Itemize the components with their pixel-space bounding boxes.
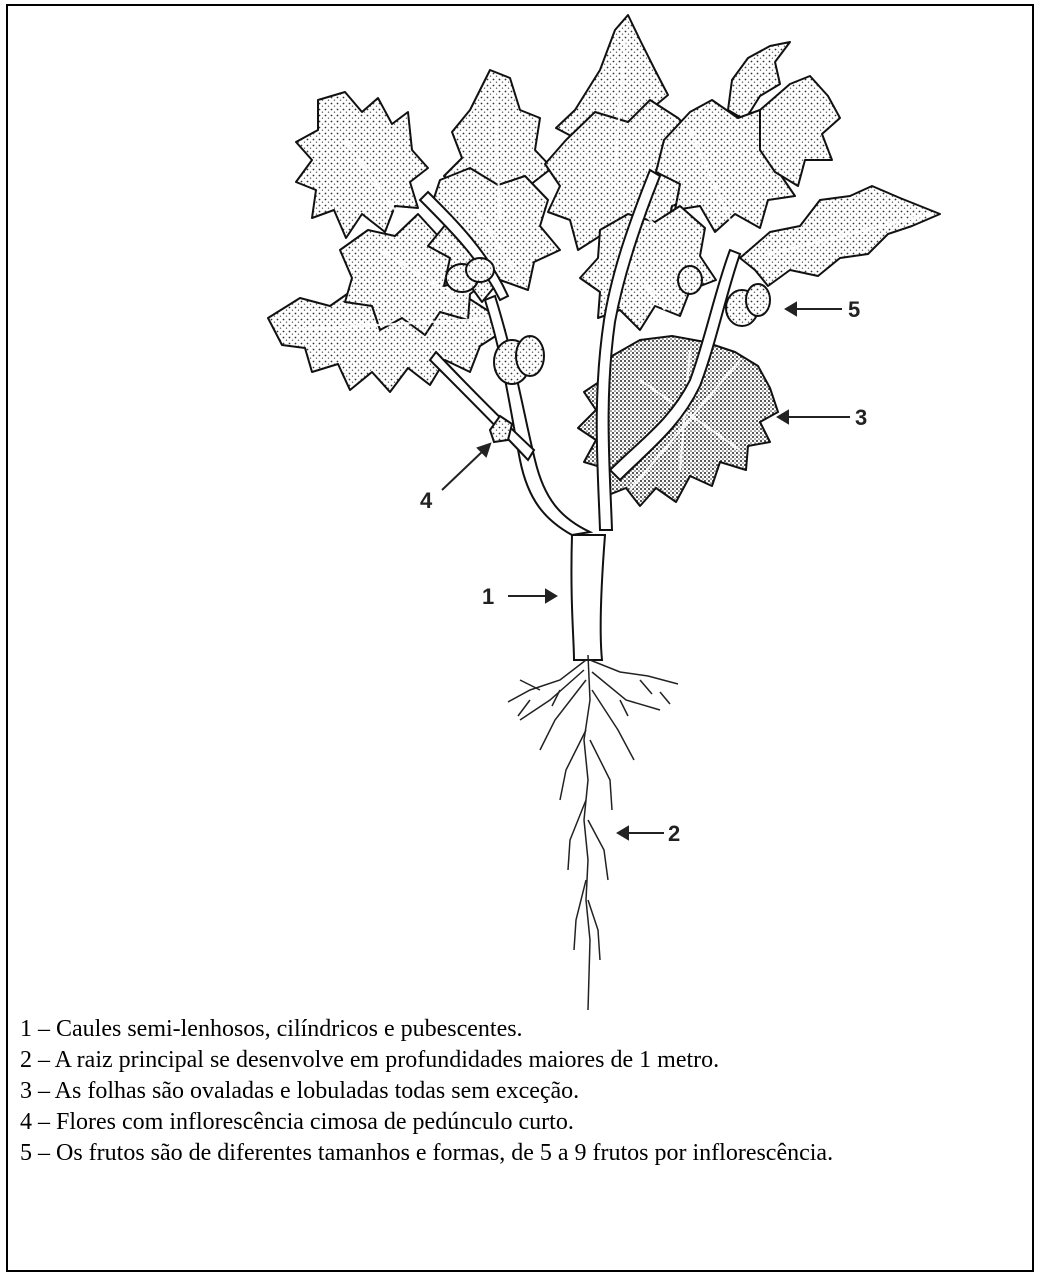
legend-item-1: 1 – Caules semi-lenhosos, cilíndricos e … (20, 1014, 840, 1045)
plant-illustration: 1 2 3 4 5 (0, 0, 1041, 1015)
label-5: 5 (848, 297, 860, 322)
arrow-2 (618, 827, 664, 839)
label-4: 4 (420, 488, 433, 513)
legend-item-5: 5 – Os frutos são de diferentes tamanhos… (20, 1138, 840, 1169)
main-stem (571, 535, 605, 660)
label-1: 1 (482, 584, 494, 609)
legend-item-2: 2 – A raiz principal se desenvolve em pr… (20, 1045, 840, 1076)
arrow-4 (442, 444, 490, 490)
arrow-5 (786, 303, 842, 315)
legend: 1 – Caules semi-lenhosos, cilíndricos e … (20, 1014, 840, 1169)
arrow-1 (508, 590, 556, 602)
label-3: 3 (855, 405, 867, 430)
arrow-3 (778, 411, 850, 423)
legend-item-3: 3 – As folhas são ovaladas e lobuladas t… (20, 1076, 840, 1107)
label-2: 2 (668, 821, 680, 846)
legend-item-4: 4 – Flores com inflorescência cimosa de … (20, 1107, 840, 1138)
